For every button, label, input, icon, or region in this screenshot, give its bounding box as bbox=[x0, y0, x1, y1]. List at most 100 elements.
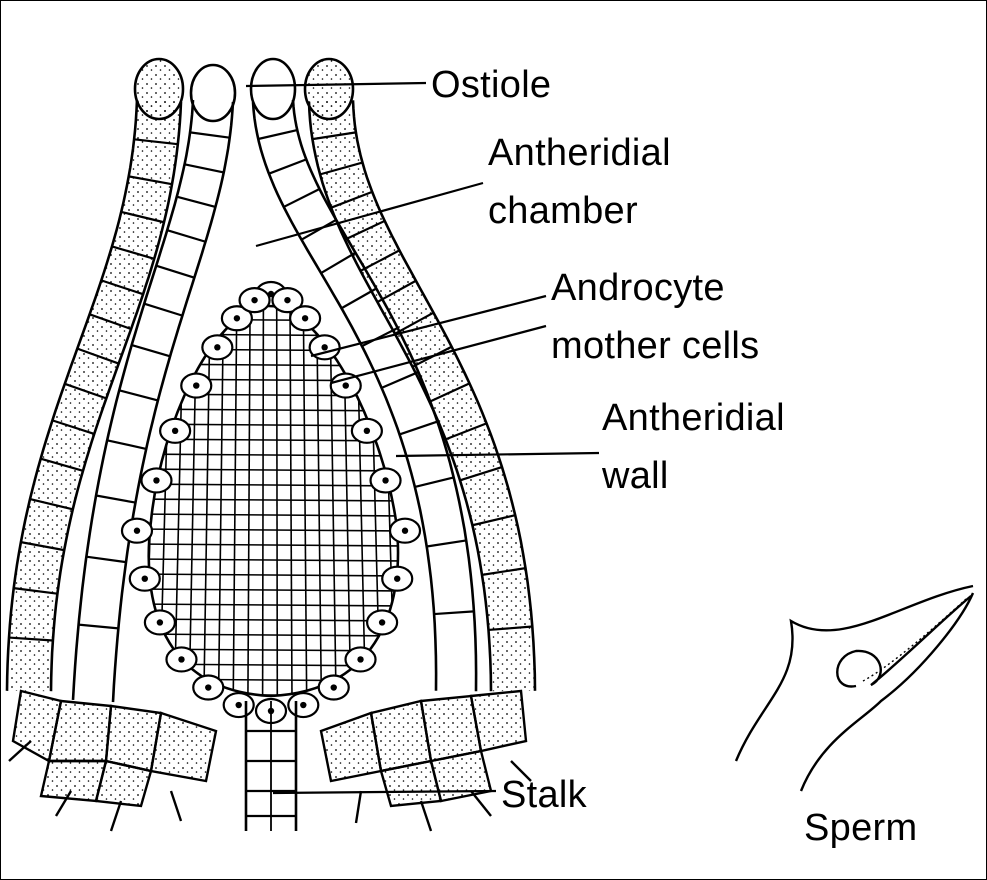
inner-right-cell-septum bbox=[341, 289, 376, 309]
mass-grid-line bbox=[277, 301, 278, 701]
label-androcyte-line1: Androcyte bbox=[551, 266, 725, 310]
wall-cell-nucleus bbox=[142, 575, 148, 581]
outer-left-cell-stipple bbox=[7, 100, 181, 691]
mass-grid-line bbox=[233, 301, 237, 701]
wall-cell-nucleus bbox=[357, 656, 363, 662]
label-antheridial-wall-line2: wall bbox=[602, 454, 669, 498]
leader-ostiole bbox=[246, 83, 426, 86]
stalk bbox=[246, 701, 296, 831]
mass-grid-line bbox=[290, 301, 292, 701]
base-cell-stipple bbox=[41, 761, 106, 801]
inner-left-cell-septum bbox=[177, 197, 216, 207]
wall-cell-nucleus bbox=[321, 344, 327, 350]
label-antheridial-wall-line1: Antheridial bbox=[602, 396, 785, 440]
mass-grid-line bbox=[131, 499, 411, 501]
wall-cell-nucleus bbox=[134, 528, 140, 534]
wall-cell-nucleus bbox=[234, 315, 240, 321]
mass-grid-line bbox=[204, 301, 210, 701]
inner-left-cell-septum bbox=[185, 164, 224, 172]
mass-grid-line bbox=[219, 301, 224, 701]
mass-grid-line bbox=[131, 379, 411, 381]
mass-grid-line bbox=[248, 301, 250, 701]
inner-left-cell-septum bbox=[79, 625, 119, 629]
inner-right-cell-septum bbox=[382, 372, 419, 388]
wall-cell-nucleus bbox=[153, 477, 159, 483]
mass-grid-line bbox=[131, 679, 411, 681]
sperm-flagellum bbox=[736, 586, 973, 761]
wall-cell-nucleus bbox=[214, 344, 220, 350]
leader-antheridial-wall bbox=[396, 453, 599, 456]
inner-right-cell-septum bbox=[434, 611, 474, 614]
wall-cell-nucleus bbox=[402, 528, 408, 534]
mass-grid-line bbox=[131, 574, 411, 576]
rhizoid bbox=[356, 791, 361, 823]
mass-grid-line bbox=[131, 589, 411, 591]
inner-left-cell-septum bbox=[167, 230, 205, 242]
inner-left-cell-septum bbox=[119, 390, 158, 400]
inner-right-cell-septum bbox=[415, 477, 454, 487]
outer-jacket-cells bbox=[7, 59, 535, 691]
wall-cell-nucleus bbox=[343, 382, 349, 388]
mass-grid-line bbox=[131, 559, 411, 561]
mass-grid-line bbox=[131, 469, 411, 471]
rhizoid bbox=[471, 791, 491, 816]
wall-cell-nucleus bbox=[302, 315, 308, 321]
wall-cell-nucleus bbox=[178, 656, 184, 662]
mass-grid-line bbox=[131, 634, 411, 636]
wall-cell-nucleus bbox=[157, 619, 163, 625]
sperm-figure bbox=[736, 586, 973, 791]
inner-left-cell-septum bbox=[132, 345, 170, 356]
mass-grid-line bbox=[131, 394, 411, 396]
wall-cell-nucleus bbox=[205, 684, 211, 690]
wall-cell-nucleus bbox=[235, 702, 241, 708]
mass-grid-line bbox=[131, 544, 411, 546]
inner-right-cell-septum bbox=[427, 540, 467, 546]
inner-right-cell-septum bbox=[301, 220, 336, 240]
rhizoid bbox=[111, 801, 121, 831]
label-antheridial-chamber-line2: chamber bbox=[488, 189, 638, 233]
label-ostiole: Ostiole bbox=[431, 63, 551, 107]
ostiole-tip-cell bbox=[251, 59, 295, 119]
inner-right-cell-septum bbox=[269, 159, 306, 173]
label-sperm: Sperm bbox=[804, 806, 917, 850]
inner-left-cell-septum bbox=[156, 266, 194, 278]
rhizoid bbox=[421, 801, 431, 831]
inner-left-cell-septum bbox=[144, 304, 182, 316]
mass-grid-line bbox=[131, 604, 411, 606]
mass-grid-line bbox=[131, 694, 411, 696]
base-cell-stipple bbox=[151, 713, 216, 781]
sperm-flagellum bbox=[801, 593, 973, 791]
mass-grid-line bbox=[131, 319, 411, 321]
inner-right-cell-septum bbox=[284, 189, 320, 207]
mass-grid-line bbox=[131, 484, 411, 486]
wall-cell-nucleus bbox=[284, 297, 290, 303]
wall-cell-nucleus bbox=[379, 619, 385, 625]
mass-grid-line bbox=[131, 364, 411, 366]
inner-left-cell-septum bbox=[190, 132, 230, 137]
label-stalk: Stalk bbox=[501, 773, 587, 817]
inner-left-cell-septum bbox=[107, 440, 146, 449]
wall-cell-nucleus bbox=[364, 428, 370, 434]
wall-cell-nucleus bbox=[193, 382, 199, 388]
wall-cell-nucleus bbox=[382, 477, 388, 483]
inner-left-cell-septum bbox=[96, 495, 135, 502]
wall-cell-nucleus bbox=[394, 575, 400, 581]
wall-cell-nucleus bbox=[172, 428, 178, 434]
inner-right-cell-septum bbox=[362, 328, 398, 346]
mass-grid-line bbox=[145, 301, 157, 701]
wall-cell-nucleus bbox=[331, 684, 337, 690]
inner-right-cell-septum bbox=[258, 130, 297, 139]
mass-grid-line bbox=[131, 514, 411, 516]
mass-grid-line bbox=[131, 529, 411, 531]
mass-grid-line bbox=[174, 301, 183, 701]
wall-cell-nucleus bbox=[251, 297, 257, 303]
mass-grid-line bbox=[131, 409, 411, 411]
inner-right-cell-septum bbox=[400, 422, 438, 435]
label-androcyte-line2: mother cells bbox=[551, 324, 759, 368]
inner-right-cell-septum bbox=[321, 253, 355, 273]
ostiole-tip-cell bbox=[191, 65, 235, 121]
mass-grid-line bbox=[263, 301, 264, 701]
label-antheridial-chamber-line1: Antheridial bbox=[488, 131, 671, 175]
mass-grid-line bbox=[131, 454, 411, 456]
